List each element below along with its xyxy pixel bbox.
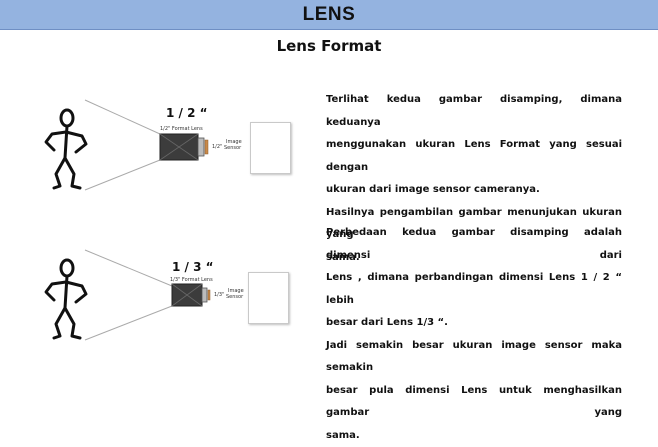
paragraph-line: besar pula dimensi Lens untuk menghasilk… <box>326 380 622 425</box>
result-image-frame <box>248 272 289 324</box>
header-title: LENS <box>303 4 356 26</box>
lens-format-caption: 1/3" Format Lens <box>170 277 213 283</box>
fov-line-upper <box>85 100 160 134</box>
sensor-size-label: 1/3" <box>214 292 224 298</box>
lens-fraction-label: 1 / 3 “ <box>172 260 214 274</box>
image-sensor-icon <box>208 290 210 300</box>
camera-lens-icon <box>160 134 204 160</box>
fov-line-lower <box>85 160 160 190</box>
lens-fraction-label: 1 / 2 “ <box>166 106 208 120</box>
paragraph-line: Terlihat kedua gambar disamping, dimana … <box>326 89 622 134</box>
paragraph-line: sama. <box>326 425 622 447</box>
fov-line-upper <box>85 250 172 286</box>
lens-format-caption: 1/2" Format Lens <box>160 126 203 132</box>
paragraph-line: menggunakan ukuran Lens Format yang sesu… <box>326 134 622 179</box>
stick-figure-icon <box>46 110 86 188</box>
slide-title: Lens Format <box>0 37 658 55</box>
paragraph-line: besar dari Lens 1/3 “. <box>326 312 622 335</box>
paragraph-line: Jadi semakin besar ukuran image sensor m… <box>326 335 622 380</box>
sensor-size-label: 1/2" <box>212 144 222 150</box>
paragraph-lens-difference: Perbedaan kedua gambar disamping adalah … <box>326 222 622 447</box>
lens-diagram-third-inch: 1 / 3 “ 1/3" Format Lens 1/3" Image Sens… <box>0 244 320 374</box>
paragraph-line: Lens , dimana perbandingan dimensi Lens … <box>326 267 622 312</box>
camera-lens-icon <box>172 284 207 306</box>
sensor-caption-line2: Sensor <box>226 294 243 300</box>
paragraph-line: ukuran dari image sensor cameranya. <box>326 179 622 202</box>
slide-header: LENS <box>0 0 658 30</box>
lens-diagram-half-inch: 1 / 2 “ 1/2" Format Lens 1/2" Image Sens… <box>0 90 320 220</box>
paragraph-line: Perbedaan kedua gambar disamping adalah … <box>326 222 622 267</box>
image-sensor-icon <box>205 140 208 154</box>
sensor-caption-line2: Sensor <box>224 145 241 151</box>
stick-figure-icon <box>46 260 86 338</box>
result-image-frame <box>250 122 291 174</box>
fov-line-lower <box>85 306 172 340</box>
